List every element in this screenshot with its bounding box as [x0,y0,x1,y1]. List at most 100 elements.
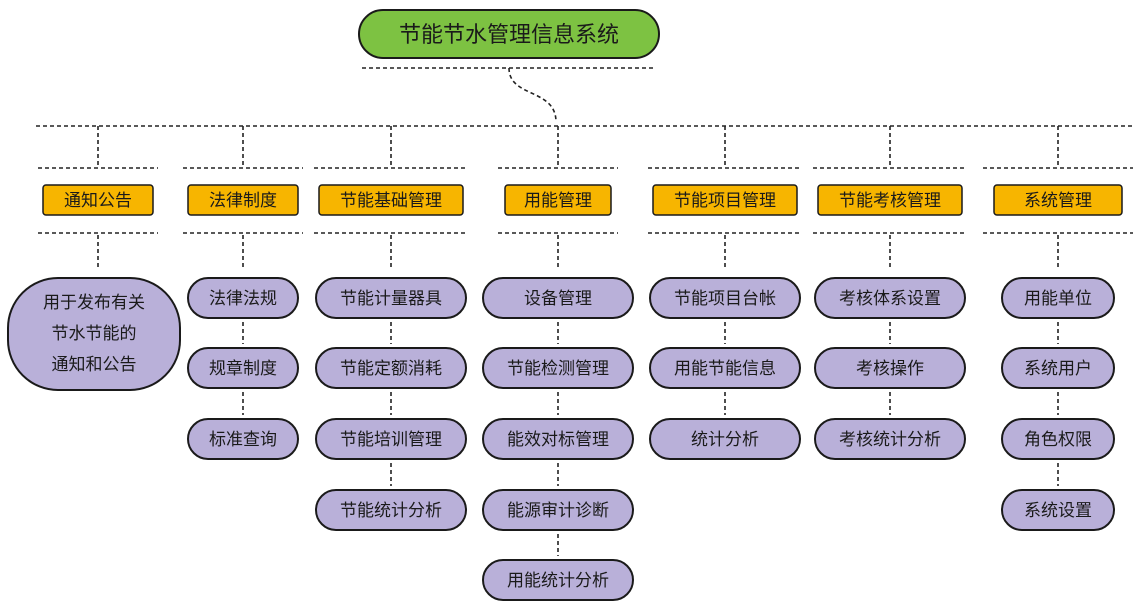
leaf-label: 统计分析 [691,430,759,450]
category-2-label: 法律制度 [209,191,277,211]
leaf-box [1001,277,1115,319]
category-6-label: 节能考核管理 [839,191,941,211]
leaf-label-line: 用于发布有关 [43,293,145,313]
leaf-label: 用能单位 [1024,289,1092,309]
leaf-box [482,347,634,389]
category-7-label: 系统管理 [1024,191,1092,211]
category-3-item-3: 节能培训管理 [315,418,467,460]
leaf-label: 用能统计分析 [507,571,609,591]
leaf-box [315,418,467,460]
leaf-box [482,489,634,531]
leaf-label: 节能培训管理 [340,430,442,450]
category-3-item-4: 节能统计分析 [315,489,467,531]
leaf-box [482,418,634,460]
category-1-label: 通知公告 [64,191,132,211]
leaf-box [1001,489,1115,531]
leaf-box [315,489,467,531]
leaf-label: 考核操作 [856,359,924,379]
category-4-item-5: 用能统计分析 [482,559,634,601]
connector-lines [36,67,1133,556]
leaf-label: 系统设置 [1024,501,1092,521]
root-connector-curve [508,67,557,123]
category-7-item-4: 系统设置 [1001,489,1115,531]
leaf-box [482,559,634,601]
category-5-item-2: 用能节能信息 [649,347,801,389]
leaf-label: 设备管理 [524,289,592,309]
leaf-box [1001,418,1115,460]
leaf-box [482,277,634,319]
leaf-label: 能源审计诊断 [507,501,609,521]
category-2-item-1: 法律法规 [187,277,299,319]
leaf-box [187,418,299,460]
leaf-label-line: 通知和公告 [52,355,137,375]
category-4: 用能管理 [504,184,612,216]
category-5-item-3: 统计分析 [649,418,801,460]
category-5-item-1: 节能项目台帐 [649,277,801,319]
leaf-box [187,277,299,319]
category-row: 通知公告 法律制度 节能基础管理 用能管理 节能项目管理 节能考核管理 系统管理 [42,184,1123,216]
leaf-box [649,418,801,460]
category-1: 通知公告 [42,184,154,216]
leaf-box [814,347,966,389]
root-box [358,9,660,59]
category-4-item-1: 设备管理 [482,277,634,319]
leaf-label: 节能定额消耗 [340,359,442,379]
leaf-label: 规章制度 [209,359,277,379]
category-6-item-3: 考核统计分析 [814,418,966,460]
leaf-box [7,277,181,391]
leaf-box [649,277,801,319]
category-4-item-3: 能效对标管理 [482,418,634,460]
leaf-box [315,347,467,389]
leaf-label-line: 节水节能的 [52,324,137,344]
leaf-label: 系统用户 [1024,359,1092,379]
leaf-label: 法律法规 [209,289,277,309]
category-1-box [42,184,154,216]
category-3-item-2: 节能定额消耗 [315,347,467,389]
leaf-label: 角色权限 [1024,430,1092,450]
category-7-box [993,184,1123,216]
leaf-label: 考核体系设置 [839,289,941,309]
category-2-box [187,184,299,216]
category-6: 节能考核管理 [817,184,963,216]
category-4-label: 用能管理 [524,191,592,211]
category-7-item-2: 系统用户 [1001,347,1115,389]
category-6-item-1: 考核体系设置 [814,277,966,319]
leaf-label: 节能检测管理 [507,359,609,379]
leaf-box [649,347,801,389]
category-5-label: 节能项目管理 [674,191,776,211]
category-3-box [318,184,464,216]
leaf-label: 节能计量器具 [340,289,442,309]
category-5: 节能项目管理 [652,184,798,216]
category-2: 法律制度 [187,184,299,216]
leaf-label: 节能统计分析 [340,501,442,521]
category-7: 系统管理 [993,184,1123,216]
leaf-box [814,277,966,319]
root-title: 节能节水管理信息系统 [399,23,619,48]
category-6-box [817,184,963,216]
leaf-label: 能效对标管理 [507,430,609,450]
category-4-item-2: 节能检测管理 [482,347,634,389]
leaf-label: 节能项目台帐 [674,289,776,309]
category-3: 节能基础管理 [318,184,464,216]
leaf-box [814,418,966,460]
category-5-box [652,184,798,216]
leaf-label: 用能节能信息 [674,359,776,379]
leaf-box [315,277,467,319]
category-2-item-2: 规章制度 [187,347,299,389]
category-3-label: 节能基础管理 [340,191,442,211]
category-2-item-3: 标准查询 [187,418,299,460]
root-node: 节能节水管理信息系统 [358,9,660,59]
leaf-label: 考核统计分析 [839,430,941,450]
leaf-box [187,347,299,389]
category-4-item-4: 能源审计诊断 [482,489,634,531]
category-7-item-1: 用能单位 [1001,277,1115,319]
leaf-box [1001,347,1115,389]
leaf-label: 标准查询 [209,430,277,450]
category-7-item-3: 角色权限 [1001,418,1115,460]
category-4-box [504,184,612,216]
category-6-item-2: 考核操作 [814,347,966,389]
category-3-item-1: 节能计量器具 [315,277,467,319]
